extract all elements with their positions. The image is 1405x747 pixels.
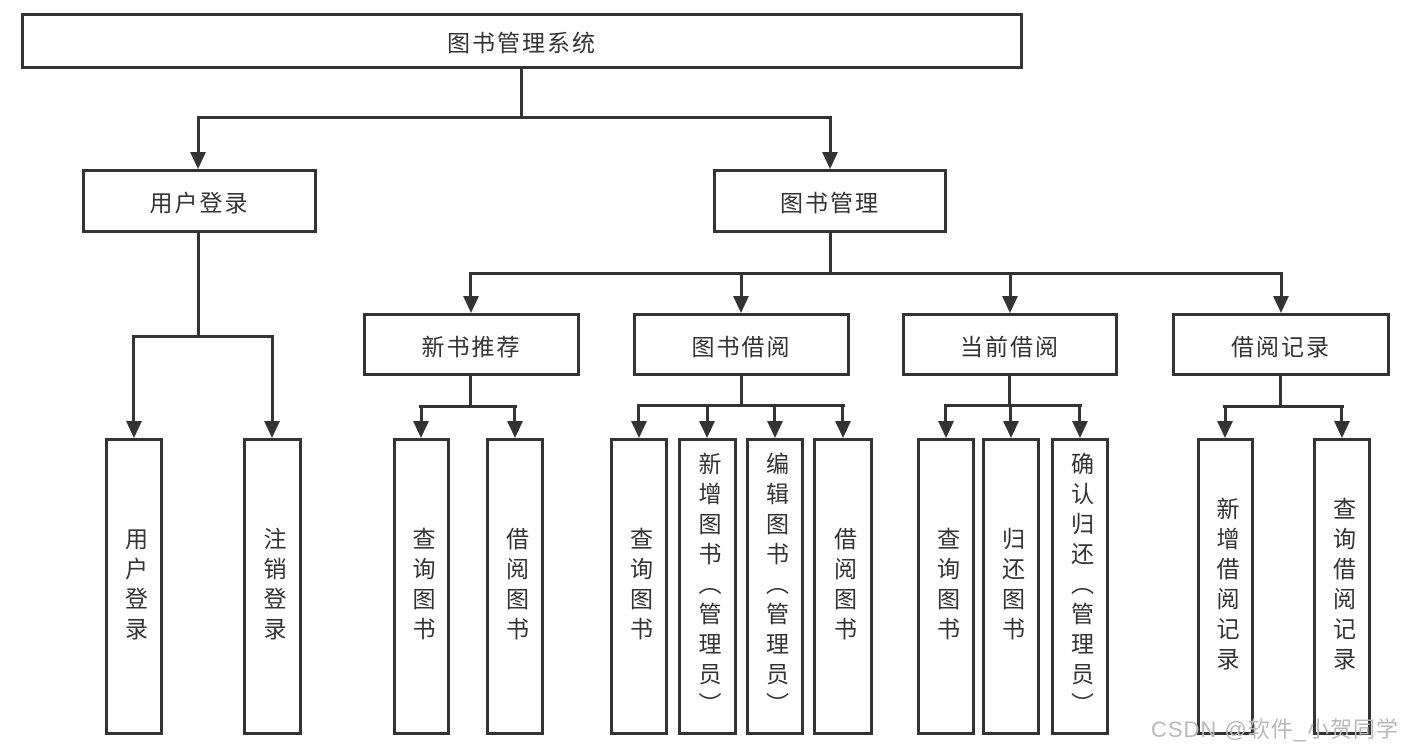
- leaf-borrow-books-recommend: 借阅图书: [486, 438, 544, 735]
- connector-line: [469, 272, 472, 297]
- connector-line: [1224, 405, 1227, 422]
- node-new-book-recommend: 新书推荐: [363, 313, 580, 376]
- node-current-borrowing: 当前借阅: [902, 313, 1118, 376]
- leaf-query-borrow-record: 查询借阅记录: [1313, 438, 1371, 735]
- connector-line: [829, 231, 832, 275]
- leaf-borrow-books: 借阅图书: [813, 438, 873, 735]
- arrow-down-icon: [835, 421, 851, 438]
- connector-line: [637, 404, 640, 422]
- connector-line: [420, 405, 423, 422]
- arrow-down-icon: [413, 421, 429, 438]
- arrow-down-icon: [822, 152, 838, 169]
- leaf-confirm-return-admin: 确认归还（管理员）: [1051, 438, 1109, 735]
- leaf-query-books-current: 查询图书: [917, 438, 975, 735]
- leaf-return-books: 归还图书: [982, 438, 1040, 735]
- connector-line: [1009, 272, 1012, 297]
- connector-line: [197, 116, 200, 153]
- arrow-down-icon: [264, 421, 280, 438]
- arrow-down-icon: [1334, 421, 1350, 438]
- connector-line: [1223, 405, 1344, 408]
- connector-line: [1078, 404, 1081, 422]
- connector-line: [419, 405, 517, 408]
- connector-line: [469, 374, 472, 408]
- leaf-user-login: 用户登录: [105, 438, 163, 735]
- arrow-down-icon: [1072, 421, 1088, 438]
- connector-line: [469, 272, 1282, 275]
- connector-line: [520, 68, 523, 119]
- connector-line: [1008, 374, 1011, 407]
- connector-line: [740, 272, 743, 297]
- node-book-management: 图书管理: [713, 169, 947, 233]
- connector-line: [513, 405, 516, 422]
- leaf-add-borrow-record: 新增借阅记录: [1197, 438, 1254, 735]
- connector-line: [197, 116, 832, 119]
- leaf-logout: 注销登录: [243, 438, 302, 735]
- node-user-login: 用户登录: [82, 169, 317, 233]
- connector-line: [271, 335, 274, 422]
- connector-line: [1009, 404, 1012, 422]
- connector-line: [1340, 405, 1343, 422]
- arrow-down-icon: [733, 296, 749, 313]
- connector-line: [1279, 374, 1282, 408]
- arrow-down-icon: [1217, 421, 1233, 438]
- connector-line: [132, 335, 135, 422]
- connector-line: [944, 404, 947, 422]
- connector-line: [773, 404, 776, 422]
- connector-line: [132, 335, 274, 338]
- arrow-down-icon: [126, 421, 142, 438]
- connector-line: [706, 404, 709, 422]
- connector-line: [740, 374, 743, 407]
- leaf-query-books-borrowing: 查询图书: [610, 438, 668, 735]
- leaf-query-books-recommend: 查询图书: [393, 438, 450, 735]
- arrow-down-icon: [190, 152, 206, 169]
- connector-line: [637, 404, 845, 407]
- node-book-borrowing: 图书借阅: [633, 313, 850, 376]
- connector-line: [197, 231, 200, 338]
- arrow-down-icon: [1273, 296, 1289, 313]
- connector-line: [841, 404, 844, 422]
- node-library-system: 图书管理系统: [21, 13, 1023, 69]
- leaf-add-books-admin: 新增图书（管理员）: [678, 438, 737, 735]
- node-borrow-records: 借阅记录: [1172, 313, 1390, 376]
- arrow-down-icon: [631, 421, 647, 438]
- arrow-down-icon: [507, 421, 523, 438]
- connector-line: [829, 116, 832, 153]
- connector-line: [944, 404, 1082, 407]
- csdn-watermark: CSDN @软件_小贺同学: [1150, 717, 1399, 742]
- arrow-down-icon: [699, 421, 715, 438]
- arrow-down-icon: [938, 421, 954, 438]
- arrow-down-icon: [767, 421, 783, 438]
- arrow-down-icon: [1002, 296, 1018, 313]
- connector-line: [1280, 272, 1283, 297]
- leaf-edit-books-admin: 编辑图书（管理员）: [746, 438, 804, 735]
- arrow-down-icon: [463, 296, 479, 313]
- arrow-down-icon: [1003, 421, 1019, 438]
